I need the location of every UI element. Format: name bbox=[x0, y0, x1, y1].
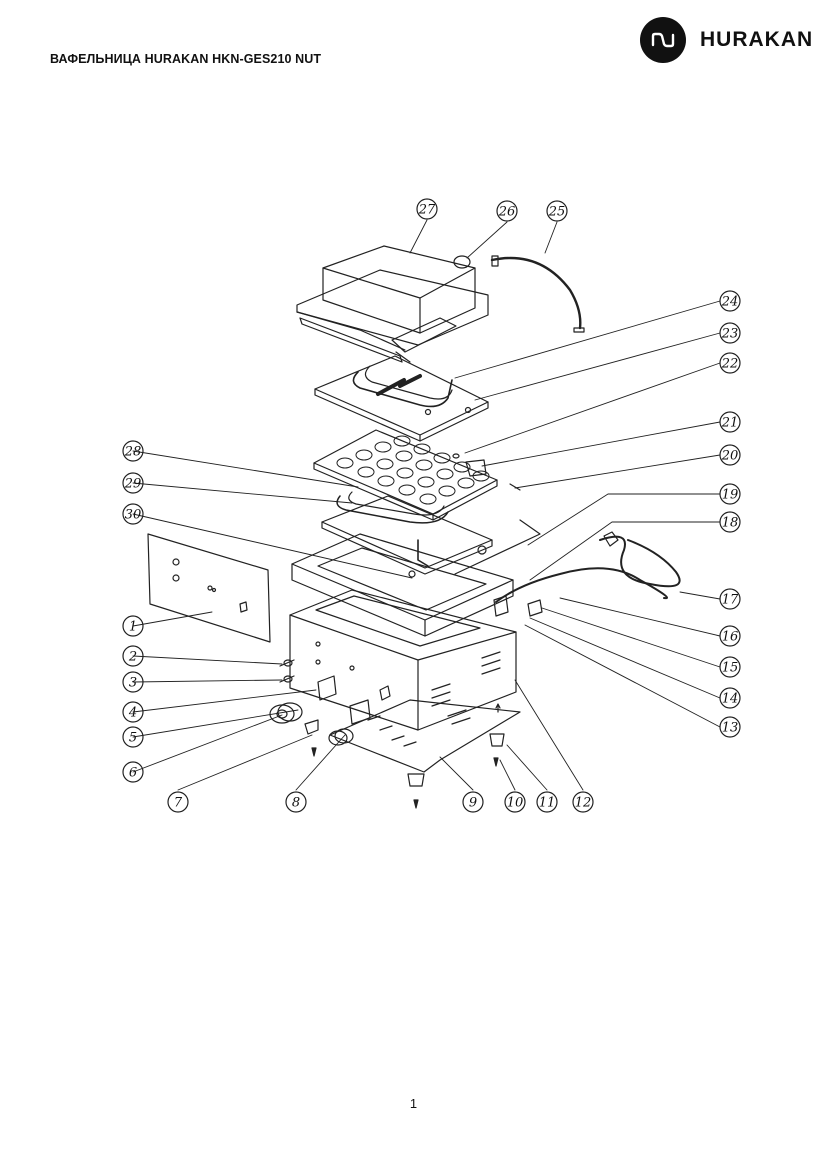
callout-circle-17 bbox=[719, 588, 741, 610]
callout-16: 16 bbox=[722, 630, 739, 645]
document-title: ВАФЕЛЬНИЦА HURAKAN HKN-GES210 NUT bbox=[50, 52, 322, 66]
callout-circle-8 bbox=[285, 791, 307, 813]
callout-circle-12 bbox=[572, 791, 594, 813]
callout-circle-18 bbox=[719, 511, 741, 533]
callout-circle-10 bbox=[504, 791, 526, 813]
callout-21: 21 bbox=[721, 416, 739, 431]
callout-7: 7 bbox=[174, 796, 183, 811]
callout-circle-4 bbox=[122, 701, 144, 723]
hardware-part bbox=[452, 255, 585, 491]
base-housing-part bbox=[289, 589, 517, 731]
callout-circle-26 bbox=[496, 200, 518, 222]
callout-11: 11 bbox=[539, 796, 556, 811]
callout-1: 1 bbox=[129, 620, 137, 635]
brand-name: HURAKAN bbox=[700, 28, 814, 51]
callout-14: 14 bbox=[722, 692, 739, 707]
callout-6: 6 bbox=[129, 766, 137, 781]
callout-12: 12 bbox=[575, 796, 592, 811]
hurakan-logo-icon bbox=[640, 17, 686, 63]
callout-circle-9 bbox=[462, 791, 484, 813]
callout-22: 22 bbox=[721, 357, 739, 372]
callout-circle-30 bbox=[122, 503, 144, 525]
indicator-lamp-part bbox=[279, 659, 295, 683]
callout-19: 19 bbox=[722, 488, 739, 503]
callout-circle-20 bbox=[719, 444, 741, 466]
side-panel-part bbox=[147, 533, 271, 643]
upper-heating-plate-part bbox=[314, 355, 489, 442]
callout-circle-3 bbox=[122, 671, 144, 693]
callout-circle-24 bbox=[719, 290, 741, 312]
callout-3: 3 bbox=[129, 676, 137, 691]
page-number: 1 bbox=[409, 1096, 418, 1111]
callout-circle-29 bbox=[122, 472, 144, 494]
callout-20: 20 bbox=[721, 449, 739, 464]
callout-23: 23 bbox=[721, 327, 739, 342]
callout-circle-1 bbox=[122, 615, 144, 637]
bottom-plate-part bbox=[329, 699, 521, 773]
callout-30: 30 bbox=[125, 508, 142, 523]
callout-circle-6 bbox=[122, 761, 144, 783]
callout-18: 18 bbox=[722, 516, 739, 531]
callout-circle-5 bbox=[122, 726, 144, 748]
callout-5: 5 bbox=[129, 731, 137, 746]
callout-28: 28 bbox=[124, 445, 142, 460]
callout-10: 10 bbox=[507, 796, 524, 811]
callout-circle-13 bbox=[719, 716, 741, 738]
callout-circle-28 bbox=[122, 440, 144, 462]
hinge-handle-part bbox=[299, 317, 403, 363]
top-lid-part bbox=[296, 245, 489, 363]
foot-part bbox=[304, 719, 505, 809]
callout-8: 8 bbox=[292, 796, 300, 811]
power-cord-part bbox=[493, 531, 681, 617]
leader-lines bbox=[132, 219, 721, 791]
callout-24: 24 bbox=[721, 295, 739, 310]
callout-4: 4 bbox=[128, 706, 137, 721]
callout-circle-15 bbox=[719, 656, 741, 678]
callout-27: 27 bbox=[418, 203, 436, 218]
callout-15: 15 bbox=[722, 661, 739, 676]
callout-circle-19 bbox=[719, 483, 741, 505]
callout-circle-7 bbox=[167, 791, 189, 813]
callout-circle-16 bbox=[719, 625, 741, 647]
callout-17: 17 bbox=[722, 593, 739, 608]
callout-9: 9 bbox=[469, 796, 477, 811]
callout-labels: 1 2 3 4 5 6 7 8 9 10 11 12 13 14 15 16 1… bbox=[124, 203, 739, 811]
callout-circle-27 bbox=[416, 198, 438, 220]
frame-tray-part bbox=[291, 519, 541, 637]
lower-plate-part bbox=[321, 495, 493, 578]
callout-26: 26 bbox=[498, 205, 516, 220]
knob-part bbox=[269, 675, 371, 746]
callout-circle-11 bbox=[536, 791, 558, 813]
brand-header: HURAKAN bbox=[640, 17, 814, 63]
callout-circle-21 bbox=[719, 411, 741, 433]
callout-circle-14 bbox=[719, 687, 741, 709]
callout-circle-23 bbox=[719, 322, 741, 344]
callout-25: 25 bbox=[548, 205, 566, 220]
callout-2: 2 bbox=[128, 650, 137, 665]
callout-29: 29 bbox=[124, 477, 142, 492]
waffle-mould-plate-part bbox=[313, 429, 498, 521]
callout-circle-25 bbox=[546, 200, 568, 222]
callout-circle-2 bbox=[122, 645, 144, 667]
callout-13: 13 bbox=[722, 721, 739, 736]
callout-circles bbox=[122, 198, 741, 813]
callout-circle-22 bbox=[719, 352, 741, 374]
